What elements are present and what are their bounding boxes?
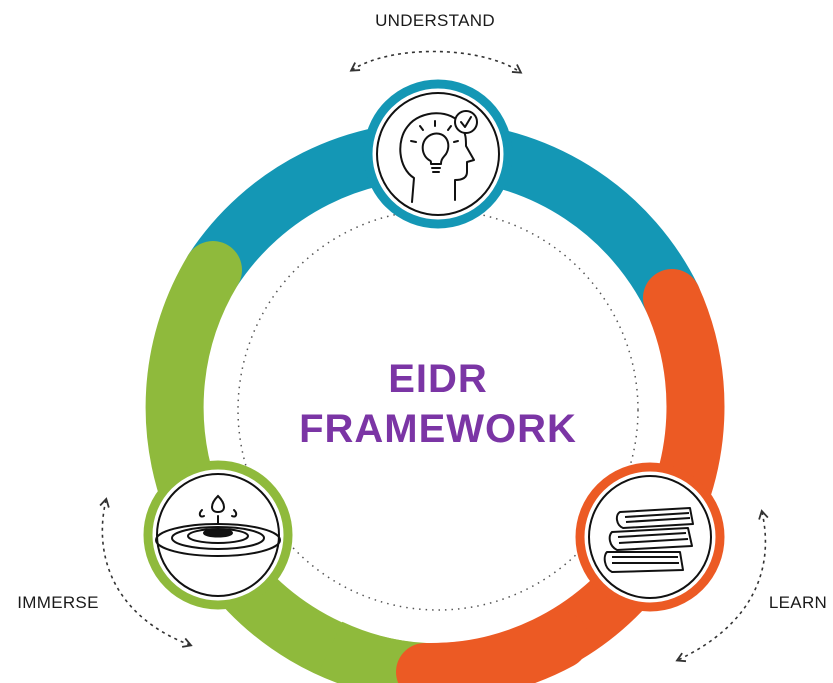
inner-dotted-ring (237, 209, 639, 611)
understand-node (363, 79, 513, 229)
understand-label: UNDERSTAND (375, 11, 495, 30)
book-stack-icon (603, 507, 694, 573)
framework-title-line1: EIDR (388, 357, 488, 401)
learn-label: LEARN (769, 593, 827, 612)
learn-node (575, 462, 725, 612)
immerse-cycle-arrow (99, 497, 193, 648)
framework-title-line2: FRAMEWORK (299, 407, 577, 451)
immerse-node (143, 460, 293, 610)
learn-cycle-arrow (675, 509, 769, 663)
understand-cycle-arrow (349, 50, 523, 74)
immerse-label: IMMERSE (17, 593, 98, 612)
head-lightbulb-check-icon (399, 110, 478, 203)
